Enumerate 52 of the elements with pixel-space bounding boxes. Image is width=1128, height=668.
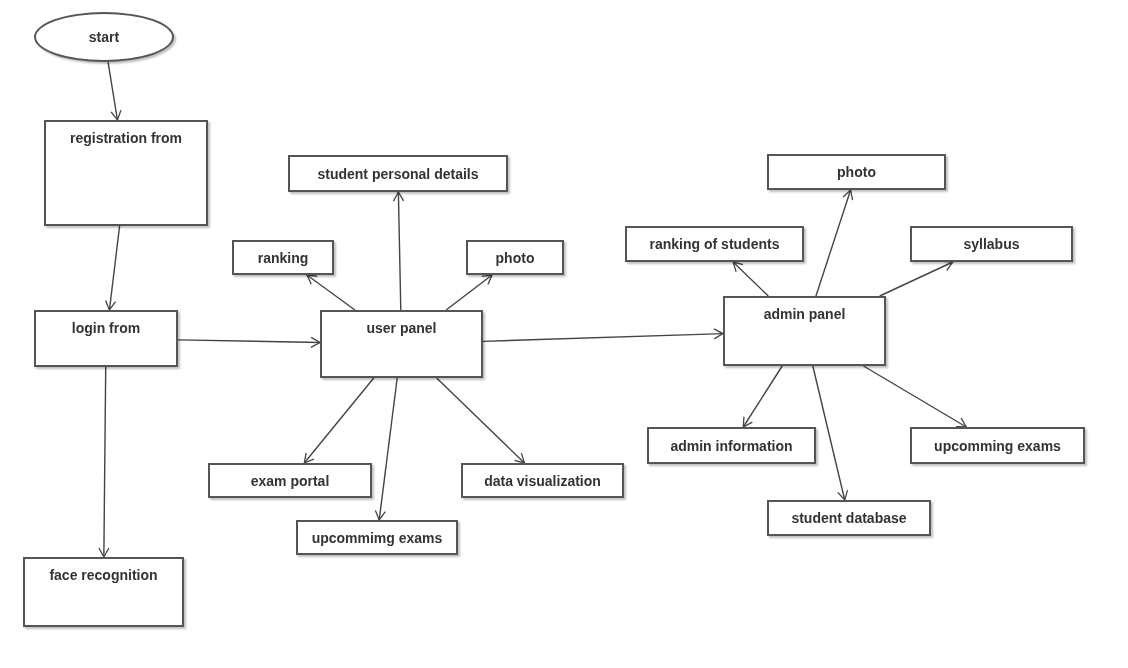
node-label: ranking [257, 249, 309, 266]
arrow [392, 191, 405, 311]
process-box [910, 427, 1085, 464]
process-box [288, 155, 508, 192]
arrow [177, 336, 321, 348]
process-box [461, 463, 624, 498]
node-label: start [88, 29, 120, 45]
arrow [815, 189, 854, 297]
arrow [98, 366, 110, 558]
node-label: exam portal [250, 472, 330, 489]
process-box [625, 226, 804, 262]
node-label: syllabus [963, 236, 1020, 252]
arrow [374, 377, 398, 521]
node-label: admin information [670, 437, 793, 454]
process-box [466, 240, 564, 275]
node-label: face recognition [49, 567, 158, 583]
arrow [306, 274, 356, 311]
node-label: upcomming exams [934, 437, 1061, 454]
arrow [445, 274, 493, 311]
arrow [742, 365, 783, 428]
process-box [208, 463, 372, 498]
arrow [104, 225, 121, 311]
process-box [767, 500, 931, 536]
process-box [23, 557, 184, 627]
node-label: login from [71, 320, 141, 336]
process-box [232, 240, 334, 275]
arrow [732, 261, 769, 297]
node-label: data visualization [484, 472, 601, 489]
process-box [34, 310, 178, 367]
arrow [879, 260, 954, 297]
process-box [647, 427, 816, 464]
node-label: photo [495, 249, 535, 266]
node-label: registration from [70, 130, 182, 146]
arrow [812, 365, 849, 501]
arrow [107, 61, 122, 121]
process-box [296, 520, 458, 555]
node-label: admin panel [763, 306, 846, 322]
node-label: student database [791, 510, 907, 526]
node-label: photo [837, 164, 876, 180]
process-box [320, 310, 483, 378]
arrow [435, 377, 526, 464]
node-label: user panel [366, 320, 437, 336]
node-label: upcommimg exams [311, 529, 443, 546]
process-box [723, 296, 886, 366]
arrow [862, 365, 968, 428]
process-box [44, 120, 208, 226]
node-label: ranking of students [649, 236, 780, 252]
arrow [303, 377, 375, 464]
arrow [482, 328, 724, 343]
node-label: student personal details [317, 165, 479, 182]
process-box [767, 154, 946, 190]
process-box [910, 226, 1073, 262]
